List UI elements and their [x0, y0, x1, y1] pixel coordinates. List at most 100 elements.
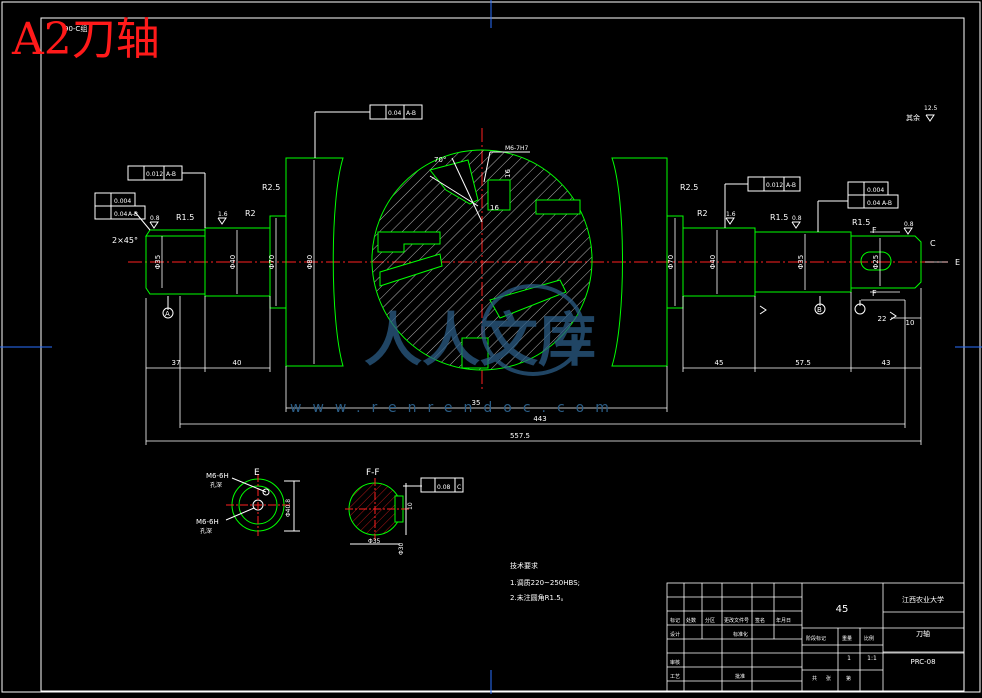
- view-thread-2: M6-6H: [196, 518, 219, 526]
- dim-dia-f: Φ40: [709, 255, 717, 269]
- dim-left1: 37: [172, 359, 181, 367]
- dim-16-b: 16: [490, 204, 499, 212]
- rough-other: 其余: [906, 113, 920, 122]
- tb-h-zhang: 张: [826, 675, 831, 682]
- dim-r25-left: R2.5: [262, 183, 280, 192]
- tb-material: 45: [836, 604, 849, 615]
- tol-right-runout-a-ref: A-B: [786, 182, 796, 189]
- roughness-marks: [149, 114, 935, 321]
- tol-top-runout: 0.04: [388, 110, 402, 117]
- dim-dia-g: Φ35: [797, 255, 805, 269]
- section-e-view: [225, 474, 300, 536]
- view-thread-1: M6-6H: [206, 472, 229, 480]
- tb-h-qianming: 签名: [755, 617, 765, 624]
- notes-heading: 技术要求: [510, 561, 538, 570]
- datum-c: C: [930, 239, 936, 248]
- inner-frame: [40, 17, 965, 692]
- tolerance-frames: [94, 104, 899, 232]
- shaft-left: [145, 157, 344, 367]
- dim-thread: M6-7H7: [505, 145, 528, 152]
- tb-h-biaozhunhua: 标准化: [733, 631, 748, 638]
- dim-dia-a: Φ35: [154, 255, 162, 269]
- tol-right-runout-a: 0.012: [766, 182, 783, 189]
- dim-r15-left: R1.5: [176, 213, 194, 222]
- dimension-lines: [145, 160, 948, 445]
- tol-right-runout-b: 0.04: [867, 200, 881, 207]
- dim-dia-h: Φ25: [872, 255, 880, 269]
- title-block: [666, 582, 965, 692]
- watermark-logo: 人人文库: [364, 284, 596, 376]
- dim-key-w: 22: [878, 315, 887, 323]
- view-f-right: F: [872, 289, 877, 298]
- dim-dia-e: Φ70: [667, 255, 675, 269]
- watermark-url: www.renrendoc.com: [290, 400, 620, 416]
- tol-top-runout-ref: A-B: [406, 110, 416, 117]
- tb-h-jieduan: 阶段标记: [806, 635, 826, 642]
- dim-left2: 40: [233, 359, 242, 367]
- tol-right-runout-b-ref: A-B: [882, 200, 892, 207]
- tb-scale: 1:1: [867, 655, 877, 662]
- rough-08-b: 0.8: [792, 215, 802, 222]
- view-e-arrow: E: [955, 258, 960, 267]
- tb-h-shenhe: 审核: [670, 659, 680, 666]
- tol-left-runout-b: 0.04: [114, 211, 128, 218]
- tol-left-runout-ref: A-B: [166, 171, 176, 178]
- view-f-left: F: [872, 226, 877, 235]
- tol-left-cyl: 0.004: [114, 198, 131, 205]
- view-thread-2-sub: 孔深: [200, 527, 212, 535]
- datum-a: A: [165, 310, 170, 318]
- dim-dia-d: Φ80: [306, 255, 314, 269]
- tb-h-pizhun: 批准: [735, 673, 745, 680]
- dim-right2: 57.5: [795, 359, 811, 367]
- dim-angle: 70°: [434, 156, 446, 164]
- dim-dia-b: Φ40: [229, 255, 237, 269]
- tb-drawing-no: PRC-08: [910, 658, 935, 666]
- tb-school: 江西农业大学: [902, 595, 944, 604]
- tb-h-biaoji: 标记: [670, 617, 680, 624]
- dim-right1: 45: [715, 359, 724, 367]
- tb-h-gengai: 更改文件号: [724, 617, 749, 624]
- dim-r2-left: R2: [245, 209, 256, 218]
- tb-h-gongyi: 工艺: [670, 674, 680, 680]
- rough-08-c: 0.8: [904, 221, 914, 228]
- tol-left-runout-a: 0.012: [146, 171, 163, 178]
- tb-h-zhongliang: 重量: [842, 635, 852, 642]
- tb-h-bili: 比例: [864, 635, 874, 642]
- view-dim-ff-k: 10: [407, 502, 414, 510]
- dim-r25-right: R2.5: [680, 183, 698, 192]
- notes-line2: 2.未注圆角R1.5。: [510, 593, 568, 602]
- shaft-right: [611, 157, 922, 367]
- tb-qty: 1: [847, 655, 851, 662]
- drawing-text: 557.5 443 35 37 40 45 57.5 43 22 10 2×45…: [64, 24, 960, 682]
- tb-h-riqi: 年月日: [776, 617, 791, 624]
- dim-key-l: 10: [906, 319, 915, 327]
- view-e-label: E: [254, 468, 260, 478]
- dim-overall: 557.5: [510, 432, 530, 440]
- tb-h-chushu: 处数: [686, 617, 696, 624]
- drawing-title: A2刀轴: [12, 14, 160, 65]
- rough-other-val: 12.5: [924, 105, 938, 112]
- rough-16-b: 1.6: [726, 211, 736, 218]
- datum-b: B: [817, 306, 822, 314]
- dim-16-a: 16: [504, 169, 512, 178]
- dim-main: 443: [533, 415, 546, 423]
- view-thread-1-sub: 孔深: [210, 481, 222, 489]
- section-ff-view: [345, 477, 464, 545]
- datum-markers: [162, 296, 866, 319]
- watermark-text: 人人文库: [364, 306, 596, 374]
- notes-line1: 1.调质220~250HBS;: [510, 578, 580, 587]
- corner-label: 90-C组: [64, 24, 87, 33]
- view-dim-e: Φ40.8: [285, 499, 292, 517]
- dim-right3: 43: [882, 359, 891, 367]
- rough-08-a: 0.8: [150, 215, 160, 222]
- rough-16-a: 1.6: [218, 211, 228, 218]
- tb-h-sheji: 设计: [670, 631, 680, 638]
- dim-r15-right-a: R1.5: [770, 213, 788, 222]
- dim-mid: 35: [472, 399, 481, 407]
- tb-part-name: 刀轴: [916, 629, 930, 638]
- tb-h-gong: 共: [812, 675, 817, 682]
- view-dim-ff-h: Φ30: [398, 542, 405, 555]
- dim-chamfer: 2×45°: [112, 236, 138, 245]
